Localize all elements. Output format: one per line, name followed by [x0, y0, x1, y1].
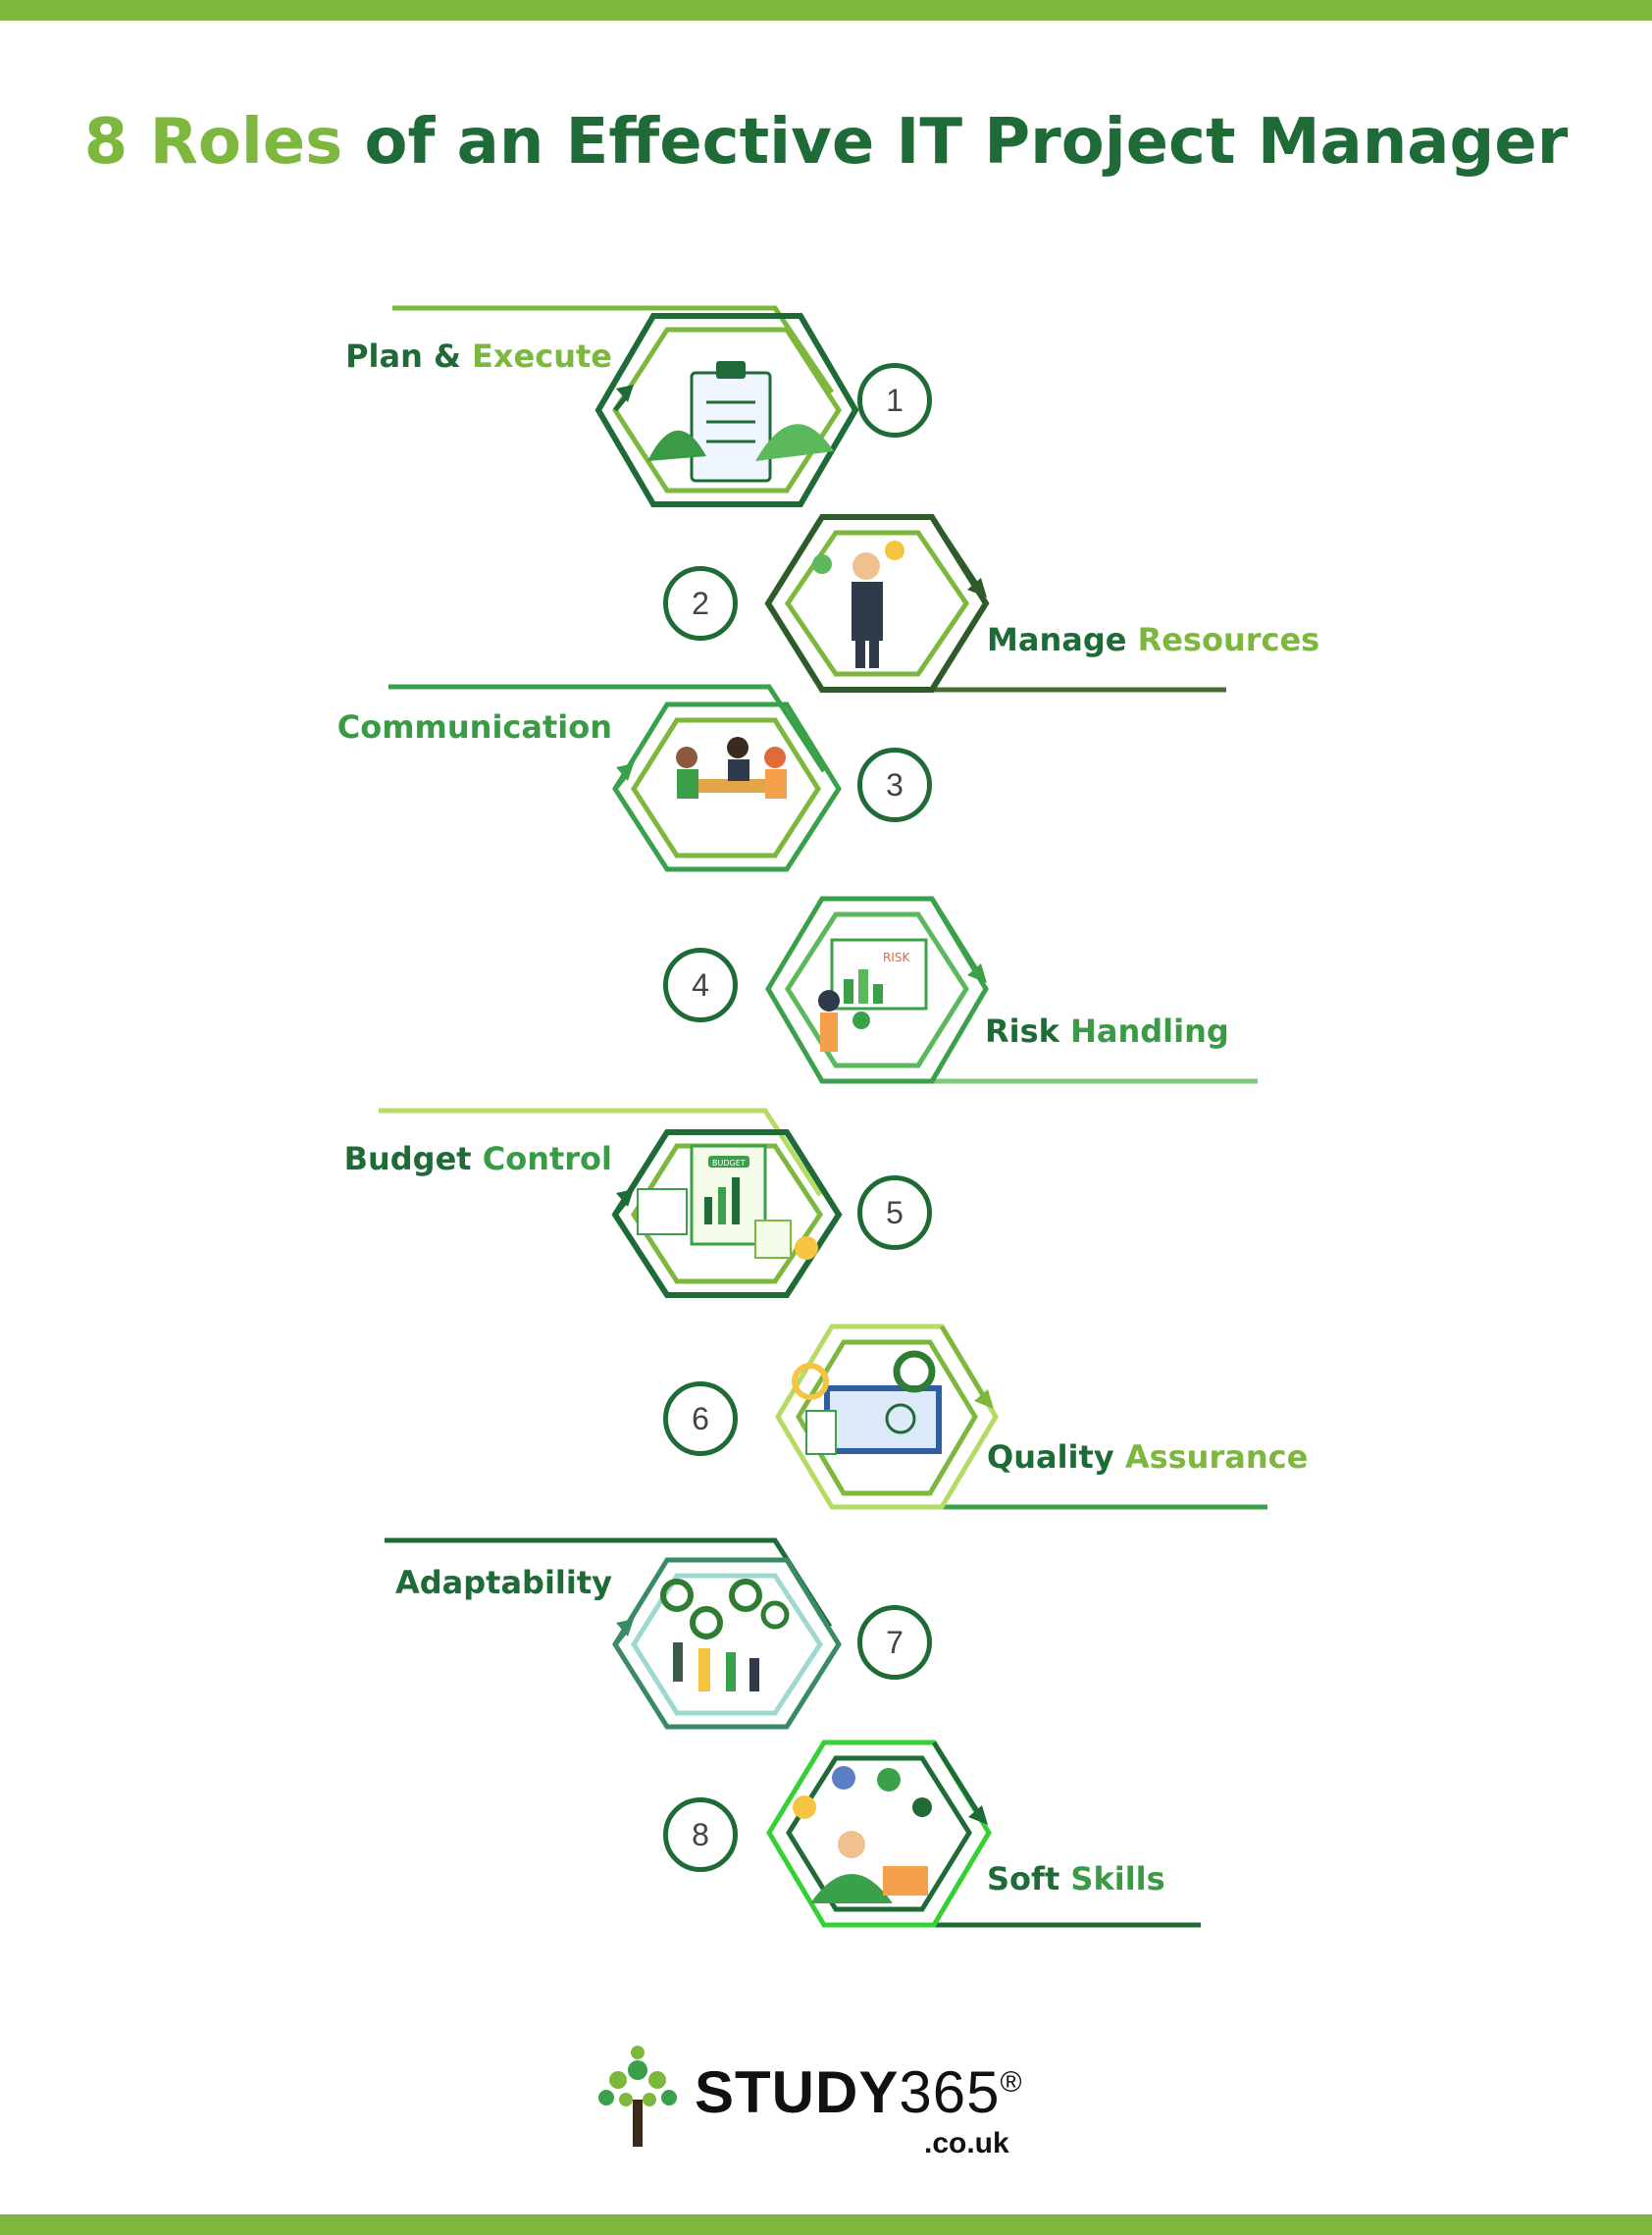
role-3-label: Communication — [337, 708, 612, 746]
svg-text:BUDGET: BUDGET — [712, 1159, 746, 1168]
role-8-number: 8 — [663, 1797, 738, 1872]
budget-report-icon: BUDGET — [379, 1108, 843, 1298]
svg-text:RISK: RISK — [883, 951, 910, 964]
role-4: RISK 4 Risk Handling — [0, 891, 1652, 1107]
role-7-number: 7 — [857, 1605, 932, 1680]
role-6-label: Quality Assurance — [987, 1438, 1308, 1476]
role-4-number: 4 — [663, 948, 738, 1022]
thinking-manager-icon — [764, 514, 1226, 693]
study365-logo[interactable]: STUDY365® .co.uk — [589, 2041, 1079, 2159]
role-8-word2: Skills — [1070, 1860, 1165, 1897]
role-2: 2 Manage Resources — [0, 495, 1652, 711]
role-4-label: Risk Handling — [985, 1013, 1229, 1050]
top-accent-bar — [0, 0, 1652, 21]
risk-chart-icon: RISK — [765, 896, 1258, 1084]
role-5-number: 5 — [857, 1175, 932, 1250]
role-1: Plan & Execute 1 — [0, 294, 1652, 510]
role-6: 6 Quality Assurance — [0, 1321, 1652, 1536]
title-rest: of an Effective IT Project Manager — [364, 106, 1569, 179]
role-2-word1: Manage — [987, 621, 1127, 658]
role-3-word1: Communication — [336, 708, 612, 746]
bottom-accent-bar — [0, 2214, 1652, 2235]
role-2-word2: Resources — [1137, 621, 1320, 658]
role-2-number: 2 — [663, 566, 738, 641]
team-meeting-icon — [388, 684, 842, 872]
role-5-label: Budget Control — [344, 1140, 612, 1177]
title-accent: 8 Roles — [83, 106, 343, 179]
page-title: 8 Roles of an Effective IT Project Manag… — [0, 106, 1652, 179]
role-8-label: Soft Skills — [987, 1860, 1165, 1897]
role-4-word1: Risk — [985, 1013, 1059, 1050]
role-6-number: 6 — [663, 1381, 738, 1456]
role-5-word2: Control — [482, 1140, 612, 1177]
role-3-number: 3 — [857, 748, 932, 822]
role-2-label: Manage Resources — [987, 621, 1319, 658]
brand-light: 365 — [899, 2059, 1001, 2125]
quality-dashboard-icon — [775, 1324, 1267, 1510]
brand-bold: STUDY — [695, 2059, 900, 2125]
role-6-word2: Assurance — [1124, 1438, 1309, 1476]
role-3: Communication 3 — [0, 677, 1652, 893]
brand-domain: .co.uk — [924, 2127, 1009, 2159]
role-6-word1: Quality — [987, 1438, 1114, 1476]
role-1-word2: Execute — [472, 338, 612, 375]
person-laptop-network-icon — [766, 1740, 1201, 1928]
role-1-label: Plan & Execute — [345, 338, 612, 375]
role-1-word1: Plan & — [345, 338, 461, 375]
role-5-word1: Budget — [343, 1140, 472, 1177]
registered-mark: ® — [1000, 2066, 1023, 2099]
role-8-word1: Soft — [987, 1860, 1060, 1897]
role-5: BUDGET Budget Control 5 — [0, 1103, 1652, 1319]
role-1-number: 1 — [857, 363, 932, 438]
brand-name: STUDY365® — [695, 2058, 1023, 2126]
role-4-word2: Handling — [1070, 1013, 1229, 1050]
tree-logo-icon — [598, 2046, 677, 2147]
role-7: Adaptability 7 — [0, 1534, 1652, 1750]
role-7-word1: Adaptability — [394, 1564, 612, 1601]
role-8: 8 Soft Skills — [0, 1737, 1652, 1952]
project-plan-clipboard-icon — [392, 305, 859, 507]
gears-team-icon — [385, 1537, 842, 1730]
role-7-label: Adaptability — [395, 1564, 612, 1601]
